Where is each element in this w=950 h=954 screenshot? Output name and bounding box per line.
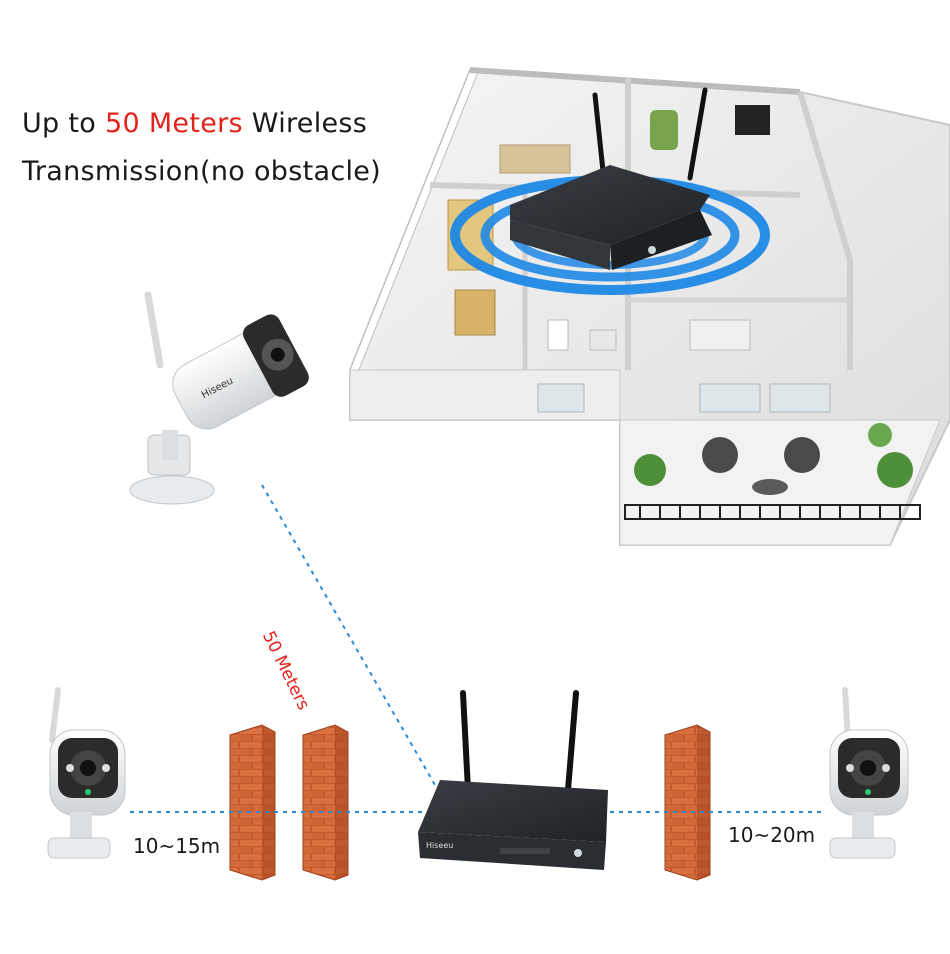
signal-path-lines <box>130 484 825 813</box>
left-distance-label: 10~15m <box>133 834 221 858</box>
nvr-brand-text: Hiseeu <box>426 841 453 850</box>
headline-line-1: Up to 50 Meters Wireless <box>22 100 412 148</box>
headline-suffix: Wireless <box>242 108 368 139</box>
house-cutaway <box>349 67 950 546</box>
brick-wall-left-2 <box>302 724 349 881</box>
brick-wall-left-1 <box>229 724 276 881</box>
camera-bottom-right <box>829 687 909 859</box>
nvr-recorder-house <box>510 87 712 270</box>
headline-line-2: Transmission(no obstacle) <box>22 156 382 187</box>
brick-wall-right <box>664 724 711 881</box>
headline: Up to 50 Meters Wireless Transmission(no… <box>22 100 412 196</box>
headline-accent-distance: 50 Meters <box>104 108 243 139</box>
headline-prefix: Up to <box>22 108 105 139</box>
camera-bottom-left <box>47 687 126 859</box>
nvr-recorder-bottom: Hiseeu <box>418 690 608 870</box>
camera-top-left: Hiseeu <box>129 291 309 505</box>
right-distance-label: 10~20m <box>728 823 816 847</box>
